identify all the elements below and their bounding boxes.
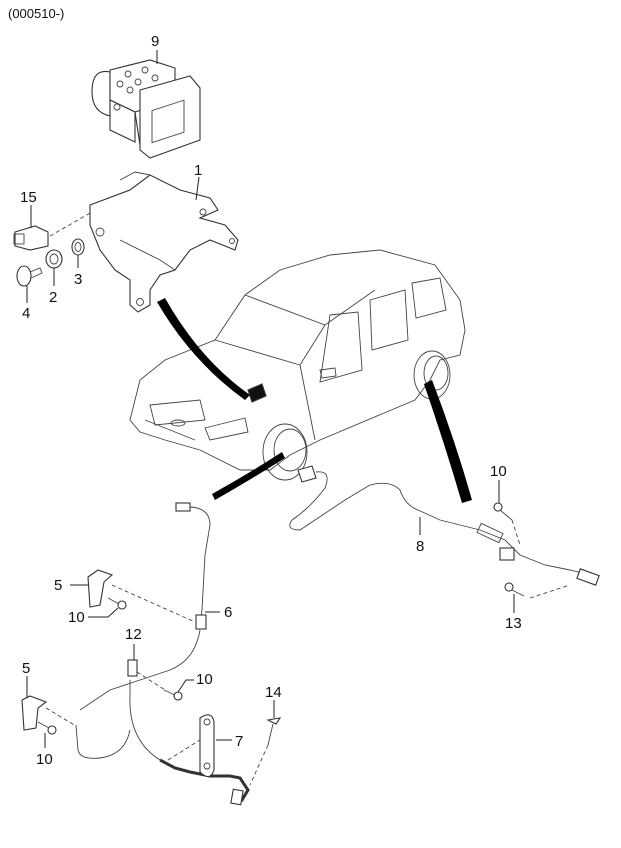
callout-13: 13: [505, 615, 522, 632]
pointer-arrow-front: [212, 452, 285, 500]
bushing-part[interactable]: [45, 249, 63, 269]
front-sensor-harness-part[interactable]: [79, 502, 211, 761]
callout-1: 1: [194, 162, 202, 179]
callout-10-lower: 10: [36, 751, 53, 768]
callout-3: 3: [74, 271, 82, 288]
pointer-arrow-rear: [424, 380, 472, 503]
bolt-part[interactable]: [16, 265, 43, 287]
callout-5-lower: 5: [22, 660, 30, 677]
abs-unit-part[interactable]: [91, 59, 201, 159]
clip-part[interactable]: [127, 659, 138, 677]
bracket-lower-part[interactable]: [21, 695, 48, 731]
callout-6: 6: [224, 604, 232, 621]
bolt-rear-part[interactable]: [493, 502, 513, 521]
vehicle-illustration: [129, 249, 466, 481]
bracket-upper-part[interactable]: [87, 569, 114, 608]
rear-sensor-part[interactable]: [289, 465, 600, 586]
bolt-lower-part[interactable]: [37, 721, 57, 735]
front-sensor-part[interactable]: [75, 724, 250, 806]
bracket-part[interactable]: [89, 171, 239, 313]
callout-8: 8: [416, 538, 424, 555]
callout-12: 12: [125, 626, 142, 643]
diagram-code: (000510-): [8, 6, 65, 21]
callout-14: 14: [265, 684, 282, 701]
callout-10-clip: 10: [196, 671, 213, 688]
pointer-arrow-abs: [157, 298, 250, 400]
callout-5-upper: 5: [54, 577, 62, 594]
callout-2: 2: [49, 289, 57, 306]
connector-part[interactable]: [13, 225, 49, 251]
bolt-sensor-rear-part[interactable]: [504, 582, 525, 597]
bolt-upper-part[interactable]: [107, 597, 127, 610]
bolt-sensor-front-part[interactable]: [266, 717, 282, 746]
callout-10-rear: 10: [490, 463, 507, 480]
bolt-clip-part[interactable]: [163, 689, 183, 701]
callout-9: 9: [151, 33, 159, 50]
bracket-sensor-part[interactable]: [199, 714, 215, 778]
callout-7: 7: [235, 733, 243, 750]
callout-10-upper: 10: [68, 609, 85, 626]
callout-15: 15: [20, 189, 37, 206]
callout-4: 4: [22, 305, 30, 322]
washer-part[interactable]: [71, 238, 85, 256]
